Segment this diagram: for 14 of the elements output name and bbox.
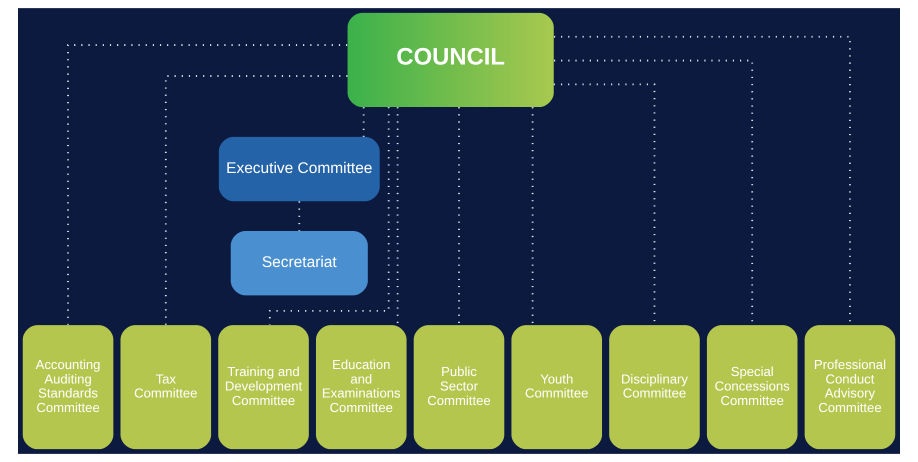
node-box: Disciplinary Committee (609, 325, 700, 450)
connector (164, 75, 348, 325)
node-box: Special Concessions Committee (706, 325, 798, 450)
node-box: Youth Committee (511, 325, 602, 450)
node-box: Training and Development Committee (218, 325, 309, 450)
node-box: Tax Committee (120, 325, 212, 450)
node-box: Accounting Auditing Standards Committee (22, 325, 114, 450)
node-box: Professional Conduct Advisory Committee (804, 325, 896, 450)
node-box: Public Sector Committee (414, 325, 504, 450)
connector (67, 44, 348, 325)
node-box: Secretariat (230, 231, 368, 296)
node-box: COUNCIL (348, 12, 554, 108)
node-box: Education and Examinations Committee (316, 325, 407, 450)
node-box: Executive Committee (218, 136, 380, 202)
